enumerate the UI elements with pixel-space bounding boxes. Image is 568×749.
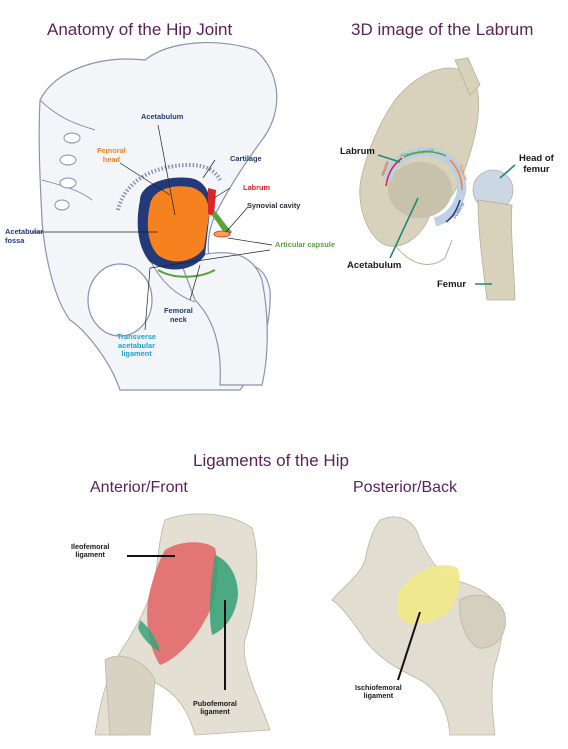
- anterior-ligaments-image: [94, 513, 271, 736]
- posterior-ligaments-image: [331, 516, 506, 736]
- label-head-of-femur: Head of femur: [519, 153, 554, 175]
- label-pubofemoral-ligament: Pubofemoral ligament: [193, 699, 237, 717]
- ligaments-title: Ligaments of the Hip: [193, 451, 349, 470]
- label-labrum: Labrum: [243, 183, 271, 192]
- label-acetabulum: Acetabulum: [141, 112, 184, 121]
- labrum-3d-title: 3D image of the Labrum: [351, 20, 534, 39]
- femoral-head: [147, 186, 210, 262]
- label-acetabular-fossa: Acetabular fossa: [5, 227, 44, 245]
- label-femur: Femur: [437, 279, 467, 290]
- label-femoral-neck: Femoral neck: [164, 306, 193, 324]
- ischiofemoral-ligament: [397, 565, 460, 625]
- anatomy-title: Anatomy of the Hip Joint: [47, 20, 233, 39]
- anterior-subtitle: Anterior/Front: [90, 479, 188, 496]
- ileofemoral-ligament: [147, 542, 218, 665]
- label-3d-labrum: Labrum: [340, 146, 375, 157]
- label-synovial-cavity: Synovial cavity: [247, 201, 301, 210]
- posterior-subtitle: Posterior/Back: [353, 479, 458, 496]
- label-femoral-head: Femoral head: [97, 146, 126, 164]
- pubofemoral-ligament: [209, 555, 238, 635]
- label-cartilage: Cartilage: [230, 154, 262, 163]
- label-ischiofemoral-ligament: Ischiofemoral ligament: [355, 683, 402, 701]
- labrum-3d-image: [359, 57, 516, 301]
- labrum-shape: [208, 188, 216, 216]
- articular-capsule: [212, 210, 232, 236]
- label-3d-acetabulum: Acetabulum: [347, 260, 402, 271]
- label-articular-capsule: Articular capsule: [275, 240, 335, 249]
- femur-bone: [179, 252, 268, 386]
- label-transverse-acetabular-ligament: Transverse acetabular ligament: [117, 332, 157, 358]
- label-ileofemoral-ligament: Ileofemoral ligament: [71, 542, 110, 560]
